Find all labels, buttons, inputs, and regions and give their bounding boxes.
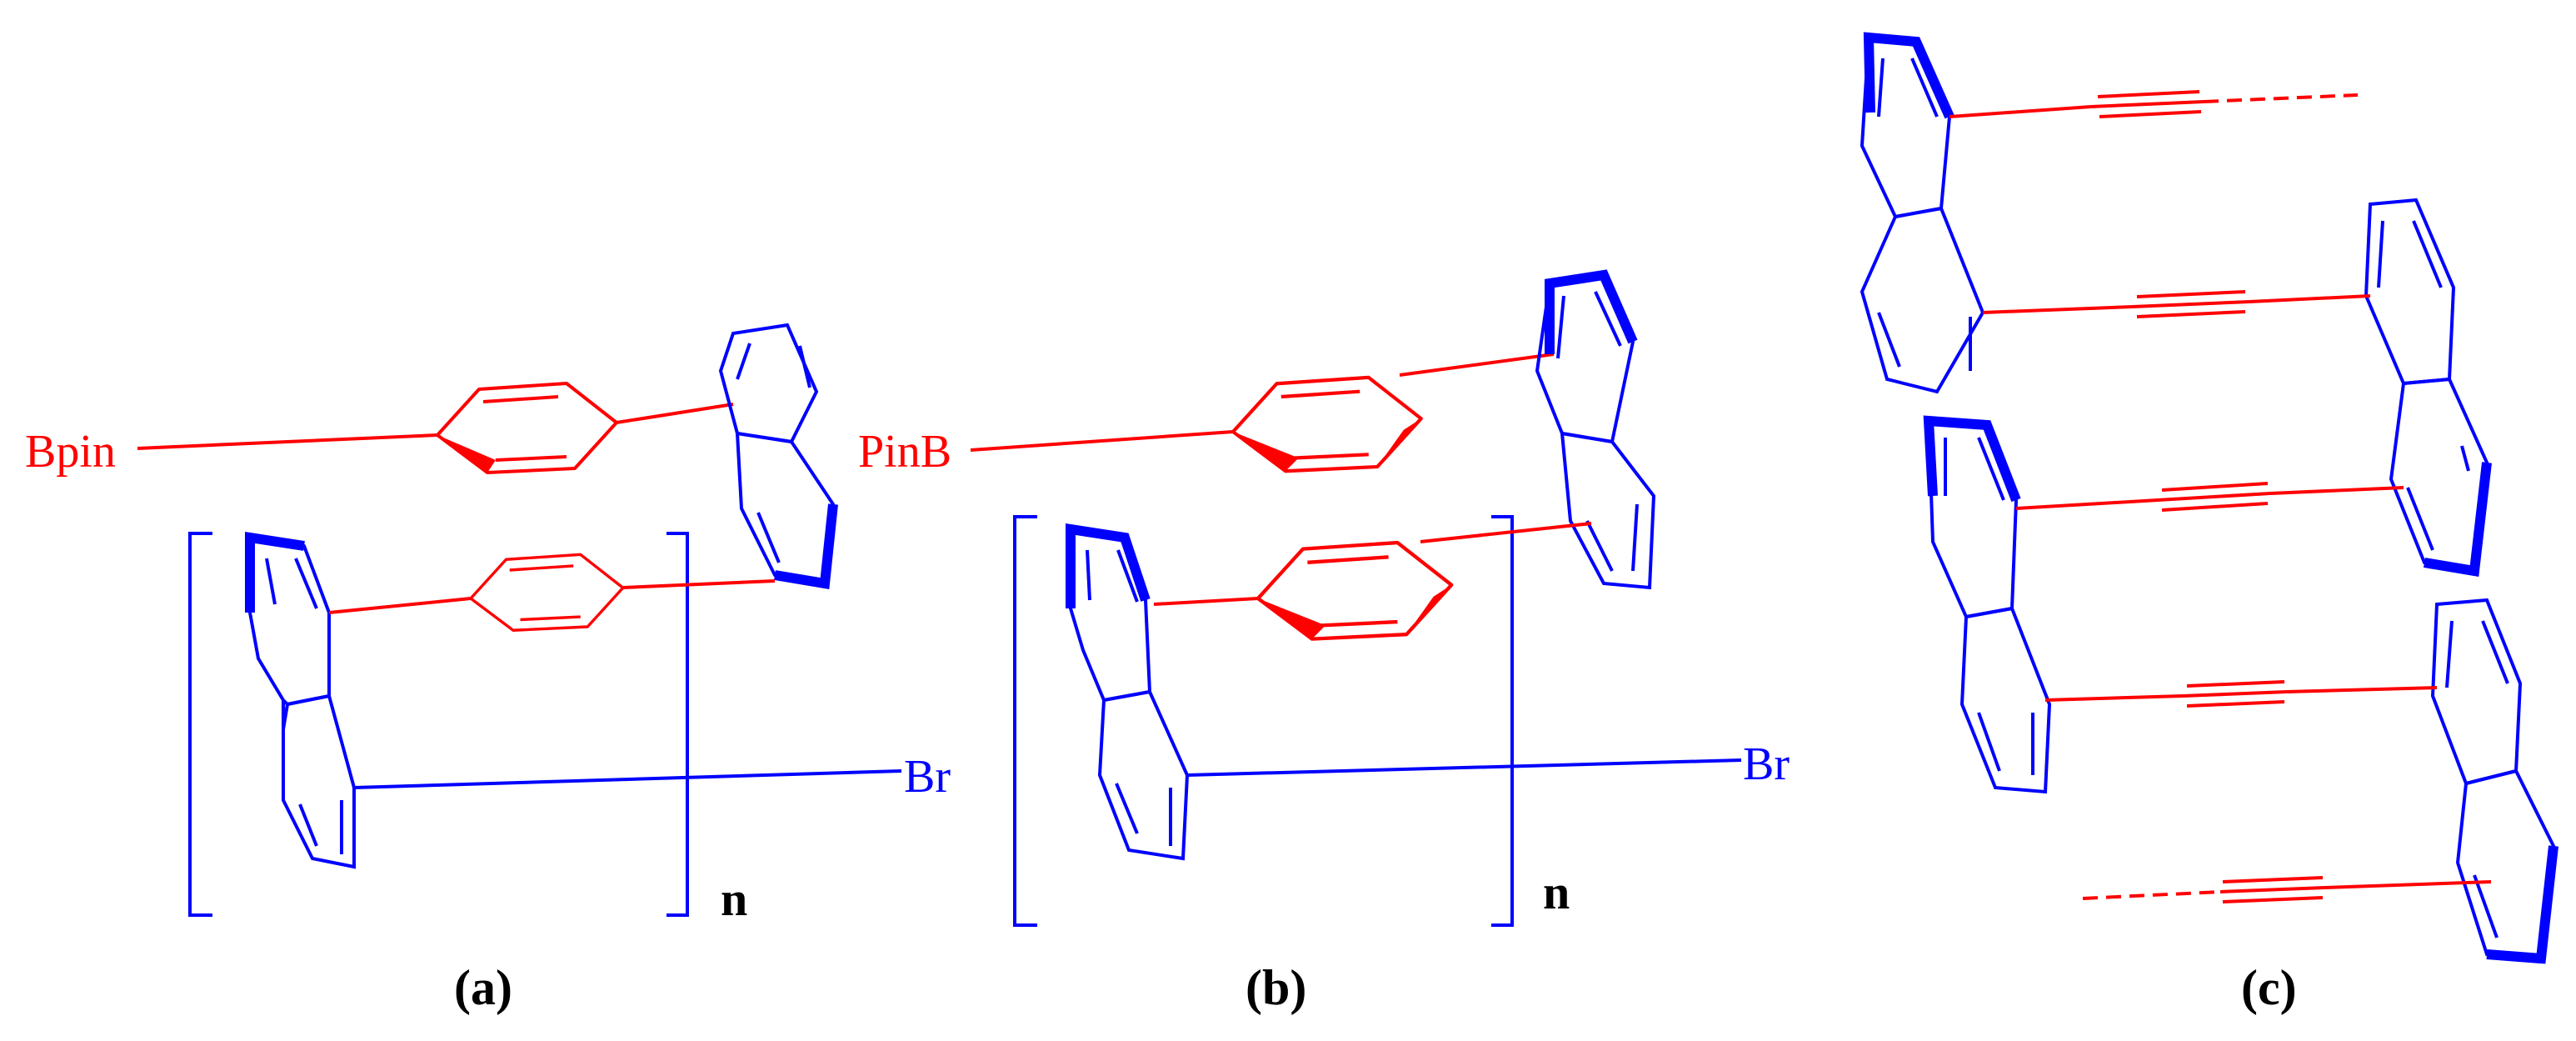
panel-c-caption: (c) xyxy=(2241,960,2297,1015)
panel-c-alkyne-linkers xyxy=(1949,90,2492,903)
panel-b-repeat-bracket xyxy=(1013,515,1514,927)
panel-c-core-unit-4 xyxy=(2430,598,2559,964)
panel-b-repeat-count: n xyxy=(1543,865,1570,919)
panel-b-end-group-left: PinB xyxy=(858,426,951,478)
panel-c-core-unit-1 xyxy=(1860,32,1985,394)
panel-a-left-core-unit xyxy=(245,532,356,869)
panel-a-caption: (a) xyxy=(454,960,512,1015)
panel-a-repeat-count: n xyxy=(721,872,747,926)
panel-a-repeat-bracket xyxy=(188,532,689,917)
panel-b-right-core-unit xyxy=(1535,269,1656,590)
panel-b-left-core-unit xyxy=(1066,523,1190,861)
panel-c-core-unit-3 xyxy=(1923,415,2052,794)
panel-b-caption: (b) xyxy=(1246,960,1306,1015)
panel-b-end-group-right: Br xyxy=(1743,738,1790,790)
panel-a: Bpin Br n (a) xyxy=(25,323,951,1015)
panel-a-right-core-unit xyxy=(718,323,838,589)
panel-a-end-group-right: Br xyxy=(904,751,951,803)
panel-a-top-phenylene xyxy=(137,382,734,474)
panel-b-top-phenylene xyxy=(970,353,1555,471)
panel-c: (c) xyxy=(1860,32,2559,1015)
panel-c-core-unit-2 xyxy=(2364,198,2492,577)
panel-a-inner-phenylene xyxy=(328,553,776,632)
panel-a-end-group-left: Bpin xyxy=(25,426,116,478)
panel-b: PinB Br n (b) xyxy=(858,269,1790,1015)
panel-b-inner-phenylene xyxy=(1153,522,1592,639)
